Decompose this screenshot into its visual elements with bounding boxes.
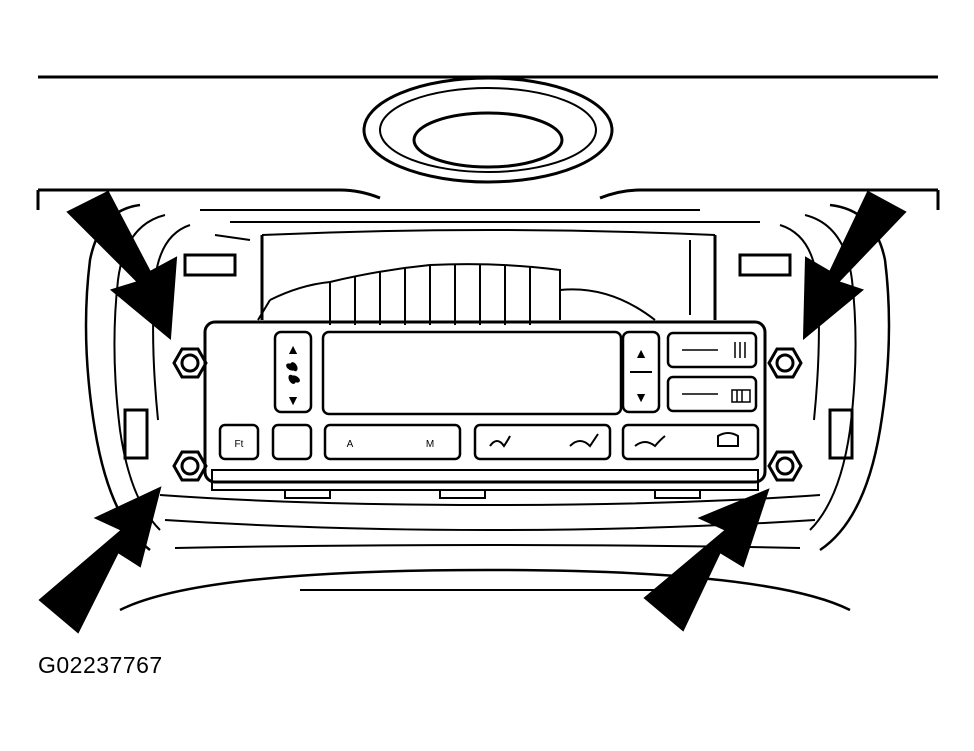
auto-button[interactable] xyxy=(323,423,462,461)
mounting-screws xyxy=(172,347,803,482)
mode-buttons[interactable] xyxy=(218,423,760,461)
arrow-top-left-icon xyxy=(66,190,178,341)
screw-bottom-right xyxy=(767,450,803,482)
defrost-buttons[interactable] xyxy=(666,331,758,413)
pointer-arrows xyxy=(38,190,907,634)
fan-up-button[interactable]: ▲ xyxy=(286,341,300,357)
control-panel xyxy=(203,320,767,499)
front-defrost-button[interactable] xyxy=(666,331,758,369)
rear-defrost-button[interactable] xyxy=(666,375,758,413)
arrow-bottom-right-icon xyxy=(643,488,770,632)
temp-down-button[interactable]: ▼ xyxy=(634,389,648,405)
air-duct xyxy=(257,263,656,325)
figure-id: G02237767 xyxy=(38,652,163,678)
fan-icon xyxy=(286,362,300,384)
button-1[interactable] xyxy=(218,423,260,461)
fan-down-button[interactable]: ▼ xyxy=(286,392,300,408)
arrow-bottom-left-icon xyxy=(38,486,162,634)
button-4-label: M xyxy=(426,439,434,450)
arrow-top-right-icon xyxy=(802,190,907,341)
fan-speed-control[interactable]: ▲ ▼ xyxy=(273,330,313,414)
temp-up-button[interactable]: ▲ xyxy=(634,345,648,361)
button-1-label: Ft xyxy=(235,439,244,450)
button-3-label: A xyxy=(347,439,354,450)
screw-top-right xyxy=(767,347,803,379)
temperature-control[interactable]: ▲ ▼ xyxy=(621,330,661,414)
button-2[interactable] xyxy=(271,423,313,461)
dashboard-outline xyxy=(36,75,940,612)
floor-mode-button[interactable] xyxy=(621,423,760,461)
vent-mode-button[interactable] xyxy=(473,423,612,461)
screw-top-left xyxy=(172,347,208,379)
screw-bottom-left xyxy=(172,450,208,482)
